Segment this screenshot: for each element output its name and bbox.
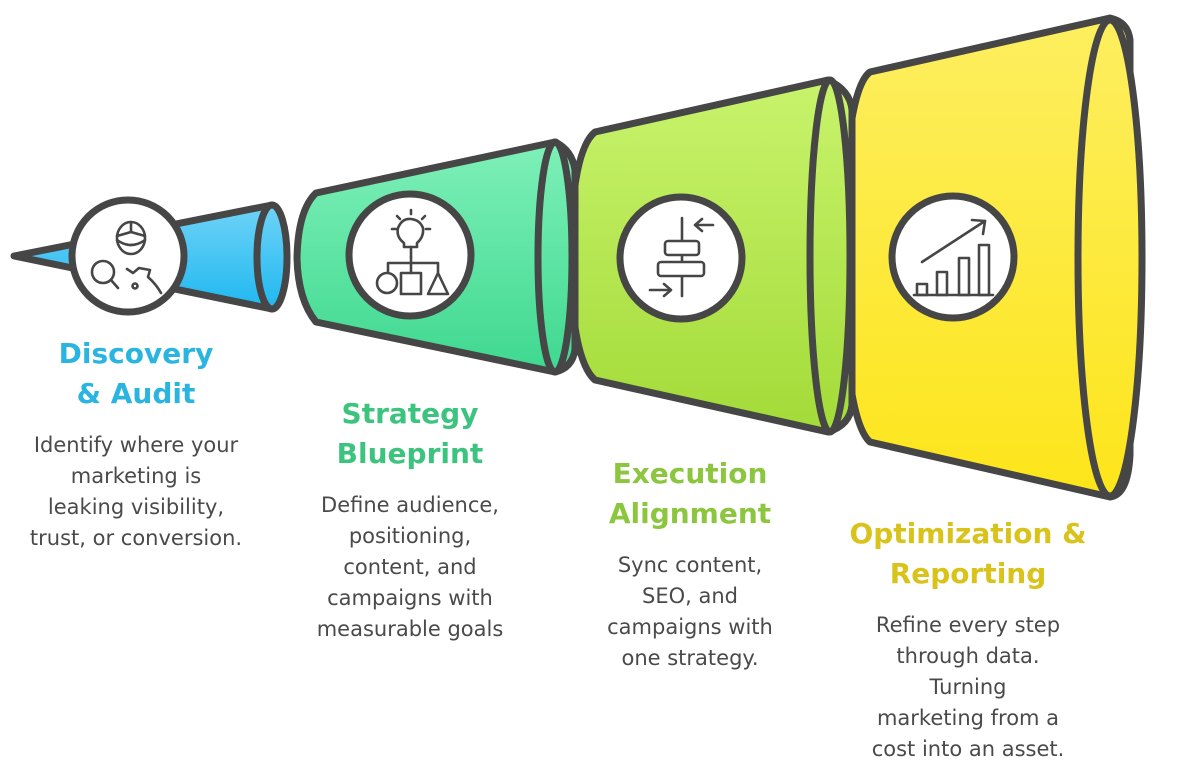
- desc-line: campaigns with: [607, 615, 773, 639]
- stage-title: Optimization & Reporting: [818, 514, 1118, 594]
- stage-description: Sync content, SEO, and campaigns with on…: [560, 550, 820, 674]
- desc-line: SEO, and: [642, 584, 738, 608]
- desc-line: Refine every step: [875, 613, 1061, 637]
- desc-line: Sync content,: [617, 553, 763, 577]
- stage-title: Strategy Blueprint: [280, 394, 540, 474]
- desc-line: Identify where your: [33, 433, 239, 457]
- stage-optimization: Optimization & Reporting Refine every st…: [818, 514, 1118, 765]
- stage-title-line: Discovery: [58, 337, 214, 370]
- stage-title-line: Blueprint: [336, 437, 484, 470]
- desc-line: through data.: [896, 644, 1040, 668]
- growth-chart-icon: [888, 192, 1018, 322]
- desc-line: one strategy.: [621, 646, 759, 670]
- stage-title: Discovery & Audit: [0, 334, 272, 414]
- stage-title-line: Alignment: [608, 497, 772, 530]
- desc-line: content, and: [343, 555, 477, 579]
- desc-line: cost into an asset.: [871, 737, 1065, 761]
- stage-title-line: Reporting: [889, 557, 1047, 590]
- stage-execution: Execution Alignment Sync content, SEO, a…: [560, 454, 820, 674]
- desc-line: positioning,: [348, 524, 472, 548]
- stage-title-line: Optimization &: [849, 517, 1087, 550]
- stage-title: Execution Alignment: [560, 454, 820, 534]
- lightbulb-flowchart-icon: [345, 190, 475, 320]
- stage-title-line: Strategy: [341, 397, 479, 430]
- desc-line: campaigns with: [327, 586, 493, 610]
- desc-line: Turning: [929, 675, 1007, 699]
- stage-discovery: Discovery & Audit Identify where your ma…: [0, 334, 272, 554]
- stage-description: Identify where your marketing is leaking…: [0, 430, 272, 554]
- magnifier-audit-icon: [68, 196, 188, 316]
- desc-line: measurable goals: [316, 617, 504, 641]
- stage-description: Define audience, positioning, content, a…: [280, 490, 540, 645]
- desc-line: leaking visibility,: [47, 495, 225, 519]
- stage-description: Refine every step through data. Turning …: [818, 610, 1118, 765]
- stage-strategy: Strategy Blueprint Define audience, posi…: [280, 394, 540, 645]
- desc-line: trust, or conversion.: [29, 526, 243, 550]
- align-arrows-icon: [616, 193, 746, 323]
- desc-line: Define audience,: [321, 493, 499, 517]
- desc-line: marketing is: [70, 464, 202, 488]
- stage-title-line: & Audit: [76, 377, 196, 410]
- stage-title-line: Execution: [612, 457, 768, 490]
- desc-line: marketing from a: [876, 706, 1060, 730]
